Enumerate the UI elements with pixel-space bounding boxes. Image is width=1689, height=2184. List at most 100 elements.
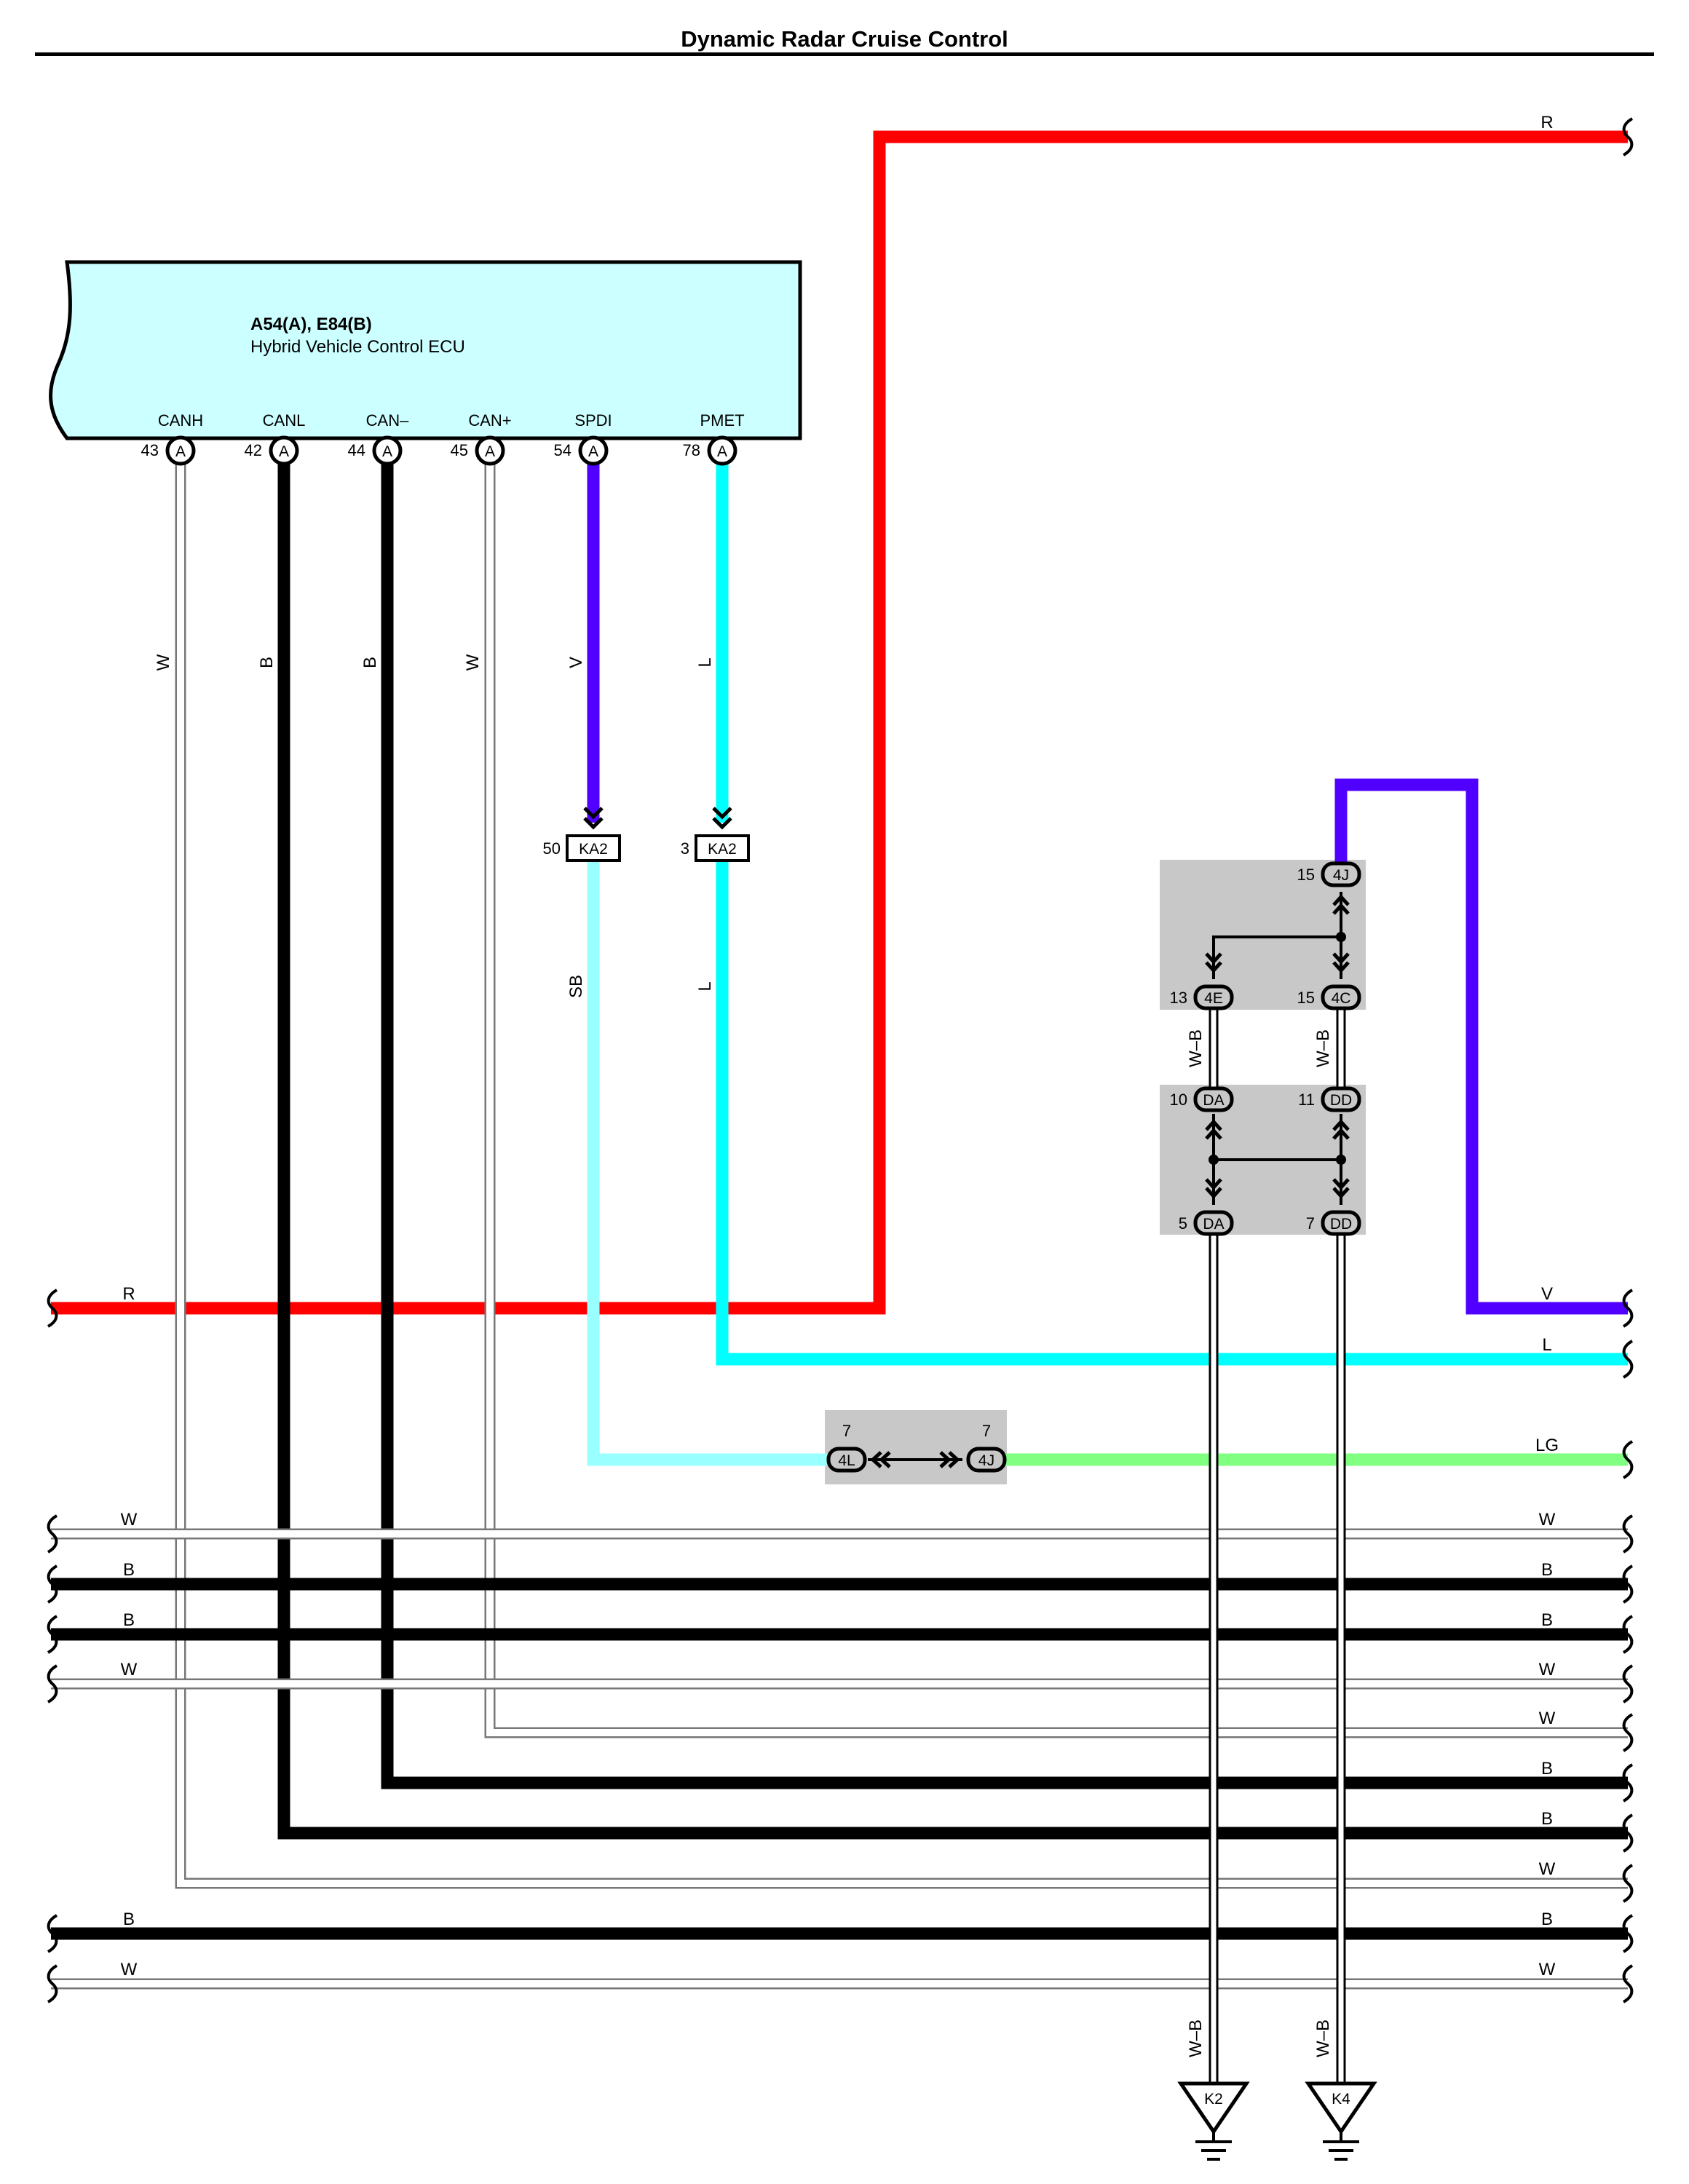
wire-label: W — [154, 654, 173, 670]
wire-label: B — [123, 1560, 135, 1580]
wire-label: W — [121, 1960, 138, 1979]
connector-pin: 13 — [1170, 989, 1187, 1007]
ecu-pin-name: SPDI — [574, 411, 612, 430]
connector-4l: 4L 7 — [826, 1422, 867, 1473]
wire-label-l: L — [695, 981, 715, 991]
right-wire-labels: R V L LG W B B W W B B W B W — [1535, 113, 1559, 1979]
connector-label: 4C — [1332, 990, 1351, 1007]
wire-l — [716, 859, 1628, 1366]
connector-label: DD — [1330, 1216, 1352, 1233]
wire-label: W — [1539, 1660, 1556, 1679]
pin-connector-circle — [475, 435, 505, 466]
ecu-pin-number: 54 — [554, 441, 571, 459]
connector-da-top: DA 10 — [1170, 1086, 1234, 1112]
connector-4j-lg: 4J 7 — [966, 1422, 1007, 1473]
pin-connector-circle — [707, 435, 737, 466]
wire-label: B — [1541, 1610, 1553, 1630]
junction-d-internal — [1205, 1114, 1350, 1205]
wire-canl — [277, 459, 1628, 1840]
connector-ka2-3: KA2 3 — [681, 807, 750, 862]
vertical-wire-labels: W B B W V L SB L W–B W–B W–B W–B — [154, 654, 1333, 2057]
ecu-pin-number: 42 — [245, 441, 262, 459]
ecu-pins: CANH 43 A CANL 42 A CAN– 44 A CAN+ 45 A … — [141, 411, 745, 466]
wire-sb — [587, 859, 844, 1466]
connector-label: 4L — [838, 1452, 855, 1469]
junction-4-internal — [1205, 892, 1350, 979]
connector-dd-bottom: DD 7 — [1306, 1210, 1361, 1236]
ecu-pin-number: 45 — [451, 441, 468, 459]
ecu-pin-name: PMET — [700, 411, 744, 430]
wire-label: B — [123, 1610, 135, 1630]
connector-pin: 50 — [543, 839, 561, 858]
connector-pin: 11 — [1298, 1091, 1315, 1109]
ground-triangle — [1305, 2081, 1377, 2135]
wire-label: B — [1541, 1910, 1553, 1929]
ground-k4: K4 — [1305, 2081, 1377, 2161]
wire-label: L — [695, 657, 715, 667]
wire-label-wb: W–B — [1313, 2019, 1333, 2057]
wire-label: B — [1541, 1759, 1553, 1779]
connector-label: DA — [1203, 1216, 1224, 1233]
connector-label: DA — [1203, 1092, 1224, 1109]
connector-ka2-50: KA2 50 — [543, 807, 621, 862]
wire-label: B — [257, 657, 277, 668]
wire-label: V — [1541, 1284, 1553, 1304]
wires — [51, 130, 1628, 2089]
ecu-pin-spdi: SPDI 54 A — [554, 411, 612, 466]
ecu-pin-connector: A — [382, 443, 392, 460]
ecu-pin-name: CAN– — [366, 411, 409, 430]
connector-pin: 10 — [1170, 1091, 1187, 1109]
ground-icon — [1195, 2140, 1232, 2161]
wire-label: LG — [1535, 1436, 1559, 1455]
wire-label-wb: W–B — [1186, 2019, 1206, 2057]
ecu-pin-name: CAN+ — [468, 411, 511, 430]
pin-connector-circle — [578, 435, 609, 466]
connector-4e: 4E 13 — [1170, 984, 1234, 1010]
wire-label: L — [1542, 1335, 1551, 1355]
wire-label: B — [1541, 1809, 1553, 1829]
wire-label: W — [1539, 1510, 1556, 1530]
wire-label: W — [463, 654, 483, 670]
wire-canh-outline — [175, 459, 1628, 1889]
wire-label-wb: W–B — [1186, 1029, 1206, 1067]
connector-label: KA2 — [708, 841, 737, 858]
connector-4c: 4C 15 — [1297, 984, 1361, 1010]
ecu-pin-canl: CANL 42 A — [245, 411, 306, 466]
ecu-pin-connector: A — [175, 443, 186, 460]
ecu-pin-name: CANH — [158, 411, 203, 430]
wire-canh — [177, 459, 1628, 1887]
connector-dd-top: DD 11 — [1298, 1086, 1361, 1112]
ecu-pin-canh: CANH 43 A — [141, 411, 203, 466]
wire-label: B — [360, 657, 380, 668]
ecu-code: A54(A), E84(B) — [250, 314, 372, 334]
ecu-name: Hybrid Vehicle Control ECU — [250, 337, 465, 357]
ecu-pin-name: CANL — [263, 411, 306, 430]
connector-pin: 15 — [1297, 989, 1315, 1007]
ecu-pin-connector: A — [485, 443, 495, 460]
connector-label: KA2 — [579, 841, 608, 858]
pin-connector-circle — [372, 435, 403, 466]
ecu-pin-canminus: CAN– 44 A — [348, 411, 409, 466]
ecu-pin-number: 44 — [348, 441, 365, 459]
wire-canplus — [486, 459, 1628, 1736]
ecu-pin-number: 43 — [141, 441, 159, 459]
connector-label: 4J — [1333, 867, 1349, 884]
ground-triangle — [1177, 2081, 1250, 2135]
connector-label: 4E — [1204, 990, 1223, 1007]
hybrid-vehicle-control-ecu-box — [49, 260, 802, 440]
ground-k2: K2 — [1177, 2081, 1250, 2161]
wire-label: W — [1539, 1709, 1556, 1728]
ecu-pin-number: 78 — [683, 441, 700, 459]
left-breaks — [47, 1289, 58, 2003]
junction-lg-internal — [868, 1451, 962, 1468]
connector-label: 4J — [978, 1452, 994, 1469]
wire-v — [1334, 778, 1628, 1315]
left-wire-labels: R W B B W B W — [121, 1284, 138, 1979]
right-breaks — [1622, 117, 1634, 2003]
connector-pin: 7 — [1306, 1214, 1315, 1233]
ground-icon — [1323, 2140, 1359, 2161]
wire-r — [51, 130, 1628, 1315]
ecu-pin-connector: A — [588, 443, 598, 460]
wire-label: V — [566, 657, 586, 668]
